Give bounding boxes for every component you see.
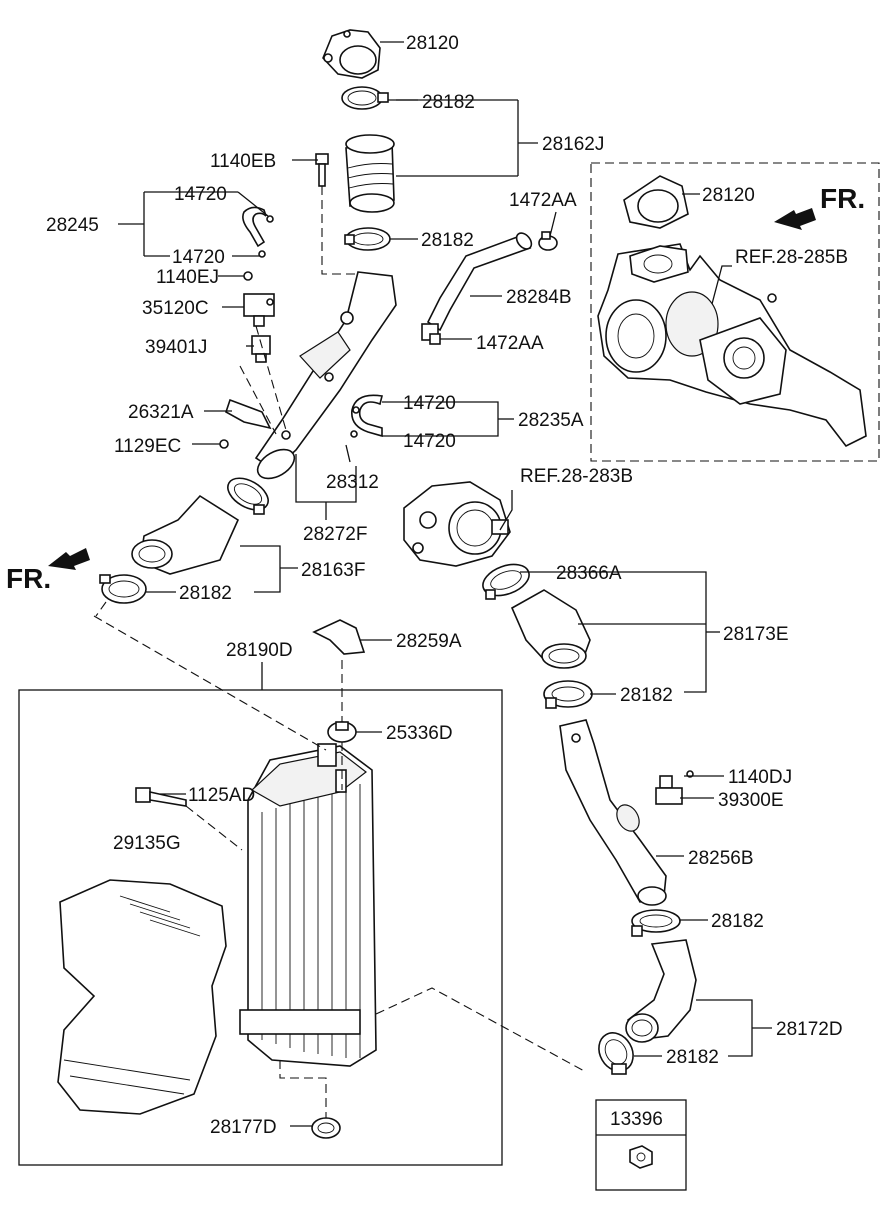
bolt-1140EB (315, 153, 329, 187)
air-guide-29135G (57, 879, 227, 1115)
clip-14720-a (266, 215, 274, 223)
clamp-28182-lower-right-b (598, 1032, 634, 1075)
label-1129EC: 1129EC (114, 436, 181, 457)
plug-28177D (311, 1117, 341, 1139)
nut-13396 (629, 1145, 653, 1169)
intercooler-assembly-box (18, 689, 503, 1166)
fr-label-upper-right: FR. (820, 183, 865, 214)
bolt-1140EJ (243, 271, 253, 281)
clamp-28366A (482, 563, 530, 600)
label-28173E: 28173E (723, 624, 789, 645)
label-28190D: 28190D (226, 640, 293, 661)
label-14720-b: 14720 (172, 247, 225, 268)
bracket-28259A (312, 619, 366, 655)
intercooler-core (239, 743, 377, 1067)
pipe-28272F (254, 271, 397, 480)
sensor-39300E (655, 770, 694, 805)
part-28312 (345, 444, 351, 463)
label-1472AA-b: 1472AA (476, 333, 544, 354)
leader-lines (118, 41, 772, 1127)
bolt-1125AD (135, 787, 187, 807)
label-1472AA-a: 1472AA (509, 190, 577, 211)
label-ref-28-283B: REF.28-283B (520, 466, 633, 487)
clamp-28182-second (344, 227, 391, 251)
label-28120-top: 28120 (406, 33, 459, 54)
clip-14720-b (258, 250, 266, 258)
label-29135G: 29135G (113, 833, 181, 854)
hose-28172D (625, 939, 697, 1043)
hose-28163F (131, 494, 240, 575)
fr-label-left: FR. (6, 563, 51, 594)
turbocharger-ref-box (590, 162, 880, 462)
turbocharger-ref (597, 175, 867, 448)
sensor-39401J (251, 335, 271, 363)
label-14720-c: 14720 (403, 393, 456, 414)
hose-28245 (242, 206, 267, 248)
nut-13396-box (595, 1099, 687, 1191)
hose-28235A (350, 394, 383, 438)
label-ref-28-285B: REF.28-285B (735, 247, 848, 268)
label-1140EJ: 1140EJ (156, 267, 219, 288)
label-28172D: 28172D (776, 1019, 843, 1040)
label-28182-f: 28182 (666, 1047, 719, 1068)
clamp-28182-upper (341, 86, 389, 110)
clamp-1472AA-b (421, 323, 441, 345)
dashed-leaders (93, 186, 587, 1118)
clamp-28182-mid-right (543, 680, 593, 709)
label-13396: 13396 (610, 1109, 663, 1130)
hose-28162J (345, 134, 395, 213)
label-28272F: 28272F (303, 524, 367, 545)
label-28235A: 28235A (518, 410, 584, 431)
label-1125AD: 1125AD (188, 785, 255, 806)
label-28162J: 28162J (542, 134, 604, 155)
label-28120-ref: 28120 (702, 185, 755, 206)
label-28182-e: 28182 (711, 911, 764, 932)
hose-28173E (510, 589, 591, 669)
label-28182-c: 28182 (179, 583, 232, 604)
hose-28284B (426, 232, 533, 332)
throttle-body-ref (403, 481, 511, 567)
label-28177D: 28177D (210, 1117, 277, 1138)
label-28312: 28312 (326, 472, 379, 493)
label-1140EB: 1140EB (210, 151, 276, 172)
flange-28120-top (322, 29, 381, 79)
fr-arrow-left (48, 548, 90, 570)
label-1140DJ: 1140DJ (728, 767, 792, 788)
grommet-25336D (327, 721, 357, 743)
label-28182-b: 28182 (421, 230, 474, 251)
label-28256B: 28256B (688, 848, 754, 869)
fr-arrow-upper-right (774, 208, 816, 230)
label-26321A: 26321A (128, 402, 194, 423)
label-28366A: 28366A (556, 563, 622, 584)
label-28259A: 28259A (396, 631, 462, 652)
pipe-28256B (559, 719, 667, 906)
label-28182-a: 28182 (422, 92, 475, 113)
label-35120C: 35120C (142, 298, 209, 319)
clamp-1472AA-a (538, 231, 558, 251)
clamp-28182-lower-right-a (631, 909, 681, 937)
screw-1129EC (219, 439, 229, 449)
label-39401J: 39401J (145, 337, 207, 358)
clamp-28182-left-upper (227, 477, 269, 515)
bracket-26321A (225, 398, 272, 430)
label-25336D: 25336D (386, 723, 453, 744)
label-28284B: 28284B (506, 287, 572, 308)
label-28245: 28245 (46, 215, 99, 236)
label-14720-a: 14720 (174, 184, 227, 205)
valve-35120C (243, 293, 275, 327)
label-28182-d: 28182 (620, 685, 673, 706)
clamp-28182-left-lower (99, 574, 147, 604)
label-14720-d: 14720 (403, 431, 456, 452)
label-39300E: 39300E (718, 790, 784, 811)
label-28163F: 28163F (301, 560, 365, 581)
